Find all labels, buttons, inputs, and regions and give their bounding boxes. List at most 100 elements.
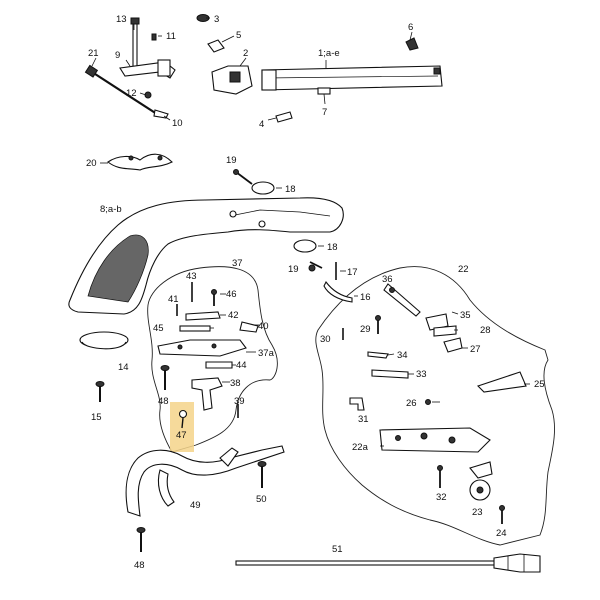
label-31: 31	[358, 414, 369, 425]
part-13-pin	[130, 17, 140, 73]
part-19-screw-top	[233, 169, 253, 185]
part-20-sideplate	[107, 153, 173, 171]
part-11-pin	[151, 33, 157, 41]
part-16-hook	[323, 280, 353, 303]
part-23-tumbler	[469, 461, 493, 501]
part-7-lug	[317, 87, 331, 95]
label-11: 11	[166, 31, 176, 42]
label-39: 39	[234, 396, 245, 407]
label-28: 28	[480, 325, 491, 336]
label-49: 49	[190, 500, 201, 511]
label-22a: 22a	[352, 442, 369, 453]
part-45-bar	[179, 325, 211, 332]
label-6: 6	[408, 22, 413, 33]
label-35: 35	[460, 310, 471, 321]
part-6-sight	[405, 37, 419, 51]
label-36: 36	[382, 274, 393, 285]
label-46: 46	[226, 289, 237, 300]
label-44: 44	[236, 360, 247, 371]
part-38-sear	[191, 377, 223, 411]
part-9-bracket	[119, 59, 176, 79]
part-27-sear-spring	[443, 337, 463, 353]
part-5-screw	[207, 39, 225, 53]
label-24: 24	[496, 528, 507, 539]
label-48-bottom: 48	[134, 560, 145, 571]
part-1-barrel	[261, 65, 443, 91]
label-43: 43	[186, 271, 197, 282]
label-15: 15	[91, 412, 102, 423]
part-46-screw	[211, 289, 217, 306]
part-35-tumbler	[425, 313, 449, 331]
label-47: 47	[176, 430, 187, 441]
label-10: 10	[172, 118, 183, 129]
part-37a-plate	[157, 339, 247, 357]
part-8-stock	[68, 197, 344, 315]
label-21: 21	[88, 48, 99, 59]
label-5: 5	[236, 30, 241, 41]
label-18-top: 18	[285, 184, 296, 195]
label-14: 14	[118, 362, 129, 373]
label-34: 34	[397, 350, 408, 361]
label-41: 41	[168, 294, 179, 305]
label-30: 30	[320, 334, 331, 345]
label-12: 12	[126, 88, 137, 99]
part-40-lever	[239, 321, 259, 333]
part-22a-lockplate	[379, 427, 491, 453]
label-17: 17	[347, 267, 358, 278]
lock-group-outline	[315, 266, 555, 546]
part-28-bridle	[433, 325, 457, 337]
part-48-screw-mid	[160, 365, 170, 390]
part-26-screw	[425, 399, 431, 405]
label-23: 23	[472, 507, 483, 518]
label-19-top: 19	[226, 155, 237, 166]
label-9: 9	[115, 50, 120, 61]
part-18-escutcheon-bottom	[293, 239, 317, 253]
part-2-breech	[211, 65, 253, 95]
part-47-screw	[178, 409, 188, 429]
part-36-spring	[383, 283, 421, 317]
part-25-mainspring	[476, 371, 527, 393]
label-51: 51	[332, 544, 343, 555]
part-15-screw	[95, 381, 105, 402]
part-44-bar	[205, 361, 233, 369]
label-25: 25	[534, 379, 545, 390]
part-33-bar	[371, 369, 409, 379]
part-4-wedge	[275, 111, 293, 123]
label-19-bottom: 19	[288, 264, 299, 275]
part-14-cap	[79, 331, 129, 350]
part-29-screw	[375, 315, 381, 334]
label-7: 7	[322, 107, 327, 118]
part-50-screw	[257, 461, 267, 488]
label-13: 13	[116, 14, 127, 25]
label-16: 16	[360, 292, 371, 303]
label-18-bottom: 18	[327, 242, 338, 253]
label-37a: 37a	[258, 348, 275, 359]
label-48-mid: 48	[158, 396, 169, 407]
part-51-ramrod	[235, 553, 541, 573]
label-20: 20	[86, 158, 97, 169]
label-40: 40	[258, 321, 269, 332]
label-42: 42	[228, 310, 239, 321]
label-1ae: 1;a-e	[318, 48, 340, 59]
part-31-hook	[349, 397, 365, 411]
label-22: 22	[458, 264, 469, 275]
label-4: 4	[259, 119, 264, 130]
trigger-group-outline	[147, 266, 278, 453]
label-45: 45	[153, 323, 164, 334]
label-26: 26	[406, 398, 417, 409]
part-49-trigger-guard	[125, 445, 285, 517]
part-21-screw	[84, 64, 161, 117]
label-38: 38	[230, 378, 241, 389]
label-33: 33	[416, 369, 427, 380]
label-37: 37	[232, 258, 243, 269]
label-32: 32	[436, 492, 447, 503]
label-29: 29	[360, 324, 371, 335]
part-42-spring	[185, 311, 221, 321]
label-3: 3	[214, 14, 219, 25]
leader-lines	[91, 17, 530, 447]
part-34-lever	[367, 351, 389, 359]
part-32-screw	[437, 465, 443, 488]
label-2: 2	[243, 48, 248, 59]
